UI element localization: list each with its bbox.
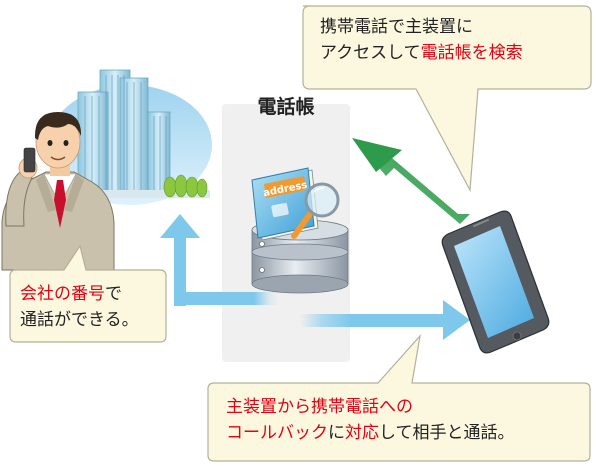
callout-bottom-line2-red2: 対応: [345, 423, 379, 443]
callout-bottom-line2-plain2: して相手と通話。: [379, 423, 515, 443]
callout-top: [302, 5, 592, 193]
office-building-icon: [48, 69, 212, 205]
callout-bottom-line2-red1: コールバック: [226, 423, 328, 443]
callout-top-line2-highlight: 電話帳を検索: [420, 43, 523, 63]
access-arrow: [352, 138, 470, 224]
callout-left-line2: 通話ができる。: [20, 310, 139, 330]
callout-bottom-text: 主装置から携帯電話への コールバックに対応して相手と通話。: [226, 394, 515, 446]
magnifying-glass-icon: [291, 182, 340, 239]
callout-bottom-line2: コールバックに対応して相手と通話。: [226, 420, 515, 446]
callout-top-line2-plain: アクセスして: [320, 43, 421, 63]
callout-top-line1: 携帯電話で主装置に: [320, 17, 473, 37]
phonebook-label: 電話帳: [257, 95, 314, 118]
callout-left-line1: 会社の番号で: [20, 281, 139, 307]
smartphone-icon: [441, 210, 550, 354]
database-server-icon: [251, 219, 349, 294]
callout-bottom-line2-plain1: に: [328, 423, 345, 443]
callout-bottom: [207, 334, 591, 462]
businessman-icon: [1, 112, 115, 271]
callout-left-line1-highlight: 会社の番号: [20, 284, 105, 304]
callout-left-text: 会社の番号で 通話ができる。: [20, 281, 139, 333]
callout-bottom-line1: 主装置から携帯電話への: [226, 397, 413, 417]
callout-left-line1-plain: で: [105, 284, 122, 304]
callback-arrow: [160, 214, 470, 340]
callout-top-line2: アクセスして電話帳を検索: [320, 40, 523, 66]
callout-left: [9, 244, 167, 343]
callout-top-text: 携帯電話で主装置に アクセスして電話帳を検索: [320, 14, 523, 66]
